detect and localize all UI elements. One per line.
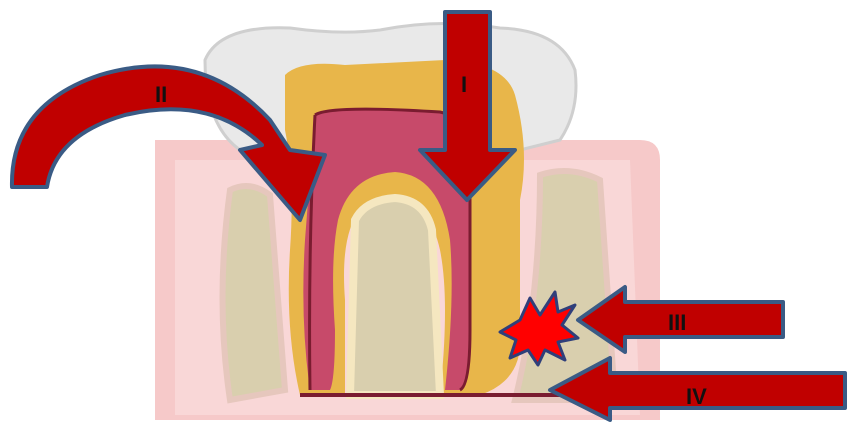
arrow-3-label: III [668,310,686,335]
arrow-2-label: II [155,82,167,107]
arrow-1-label: I [461,72,467,97]
arrow-4: IV [550,358,845,420]
arrow-3: III [578,287,783,352]
arrow-4-label: IV [686,384,707,409]
